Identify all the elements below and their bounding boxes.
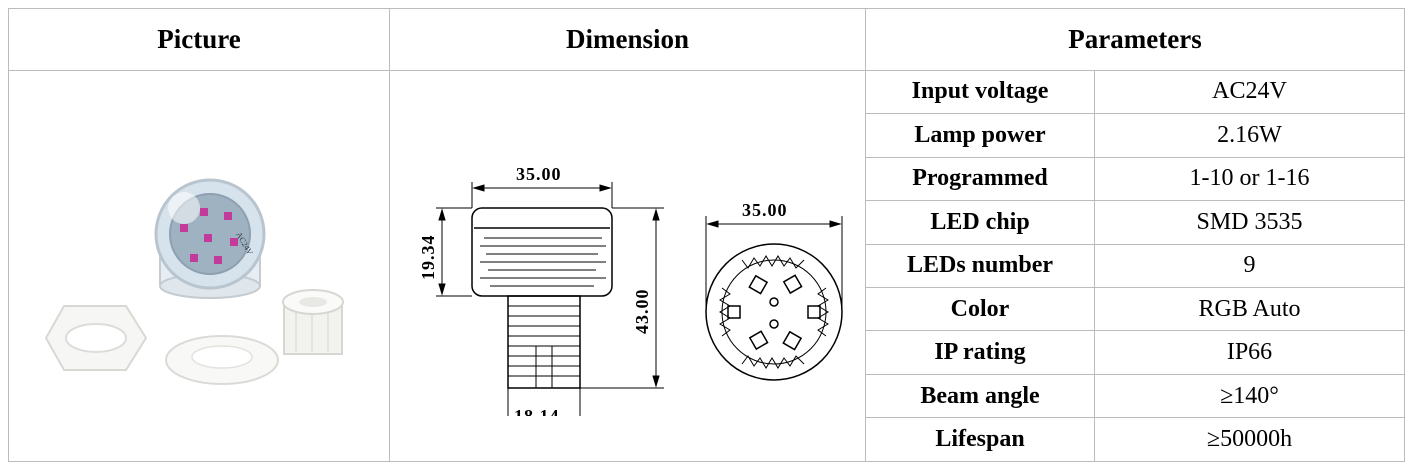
hex-nut — [44, 304, 148, 371]
param-row: Color RGB Auto — [9, 287, 1406, 332]
dimension-cell: 35.00 19.34 43.00 18.14 — [389, 69, 866, 463]
param-row: Beam angle ≥140° — [9, 373, 1406, 419]
led-module: AC24V — [154, 178, 266, 299]
dim-width-top: 35.00 — [516, 164, 562, 184]
dim-thread-width: 18.14 — [514, 406, 560, 416]
param-value: RGB Auto — [1093, 287, 1406, 332]
param-name: Lifespan — [865, 417, 1095, 462]
param-name: Color — [865, 287, 1095, 332]
param-value: IP66 — [1093, 330, 1406, 375]
param-name: LED chip — [865, 200, 1095, 245]
header-dimension: Dimension — [389, 8, 866, 71]
spec-table: Picture Dimension Parameters — [8, 8, 1406, 463]
param-row: LEDs number 9 — [9, 243, 1406, 289]
header-parameters: Parameters — [864, 8, 1406, 71]
side-view — [471, 207, 613, 389]
front-view — [705, 243, 843, 381]
screw-cap — [282, 288, 344, 355]
param-row: Lifespan ≥50000h — [9, 417, 1406, 462]
dim-front-width: 35.00 — [742, 200, 788, 220]
param-value: ≥140° — [1093, 373, 1406, 419]
param-value: 9 — [1093, 243, 1406, 289]
param-value: AC24V — [1093, 69, 1406, 115]
param-name: Beam angle — [865, 373, 1095, 419]
param-row: Lamp power 2.16W — [9, 113, 1406, 158]
dim-height-total: 43.00 — [632, 288, 652, 334]
param-value: ≥50000h — [1093, 417, 1406, 462]
param-value: 2.16W — [1093, 113, 1406, 158]
header-row: Picture Dimension Parameters — [8, 8, 1406, 71]
param-row: Programmed 1-10 or 1-16 — [9, 156, 1406, 202]
param-name: Lamp power — [865, 113, 1095, 158]
param-name: LEDs number — [865, 243, 1095, 289]
header-picture: Picture — [8, 8, 390, 71]
param-value: SMD 3535 — [1093, 200, 1406, 245]
param-row: LED chip SMD 3535 — [9, 200, 1406, 245]
picture-cell: AC24V — [8, 69, 390, 463]
param-row: IP rating IP66 — [9, 330, 1406, 375]
product-photo: AC24V — [44, 178, 344, 385]
washer — [165, 334, 279, 385]
side-dimensions — [436, 181, 664, 416]
param-name: IP rating — [865, 330, 1095, 375]
param-name: Programmed — [865, 156, 1095, 202]
param-row: AC24V — [8, 69, 1406, 463]
param-value: 1-10 or 1-16 — [1093, 156, 1406, 202]
dimension-drawing: 35.00 19.34 43.00 18.14 — [418, 164, 843, 416]
dim-height-head: 19.34 — [418, 234, 438, 280]
front-dimensions — [705, 215, 843, 312]
param-name: Input voltage — [865, 69, 1095, 115]
